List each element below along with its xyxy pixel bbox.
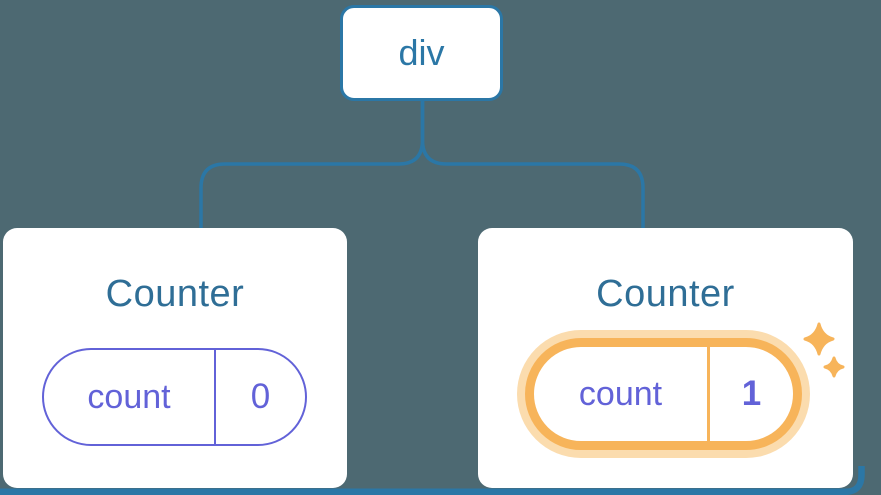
component-title: Counter	[596, 273, 735, 315]
component-title: Counter	[105, 273, 245, 315]
state-key-label: count	[44, 350, 216, 444]
sparkles-icon	[803, 322, 845, 378]
state-pill: count 0	[42, 348, 307, 446]
bottom-frame-line	[0, 466, 865, 495]
root-node: div	[340, 5, 503, 101]
counter-card-right: Counter count 1	[478, 228, 853, 488]
connector-right-branch	[420, 101, 645, 228]
state-value: 0	[250, 377, 271, 416]
connector-left-branch	[199, 101, 425, 228]
state-value: 1	[741, 374, 762, 413]
counter-card-left: Counter count 0	[3, 228, 347, 488]
state-key-label: count	[534, 347, 710, 441]
state-pill-highlighted: count 1	[525, 338, 802, 450]
sparkle-large	[803, 322, 835, 356]
root-node-label: div	[398, 32, 445, 73]
sparkle-small	[823, 356, 845, 378]
